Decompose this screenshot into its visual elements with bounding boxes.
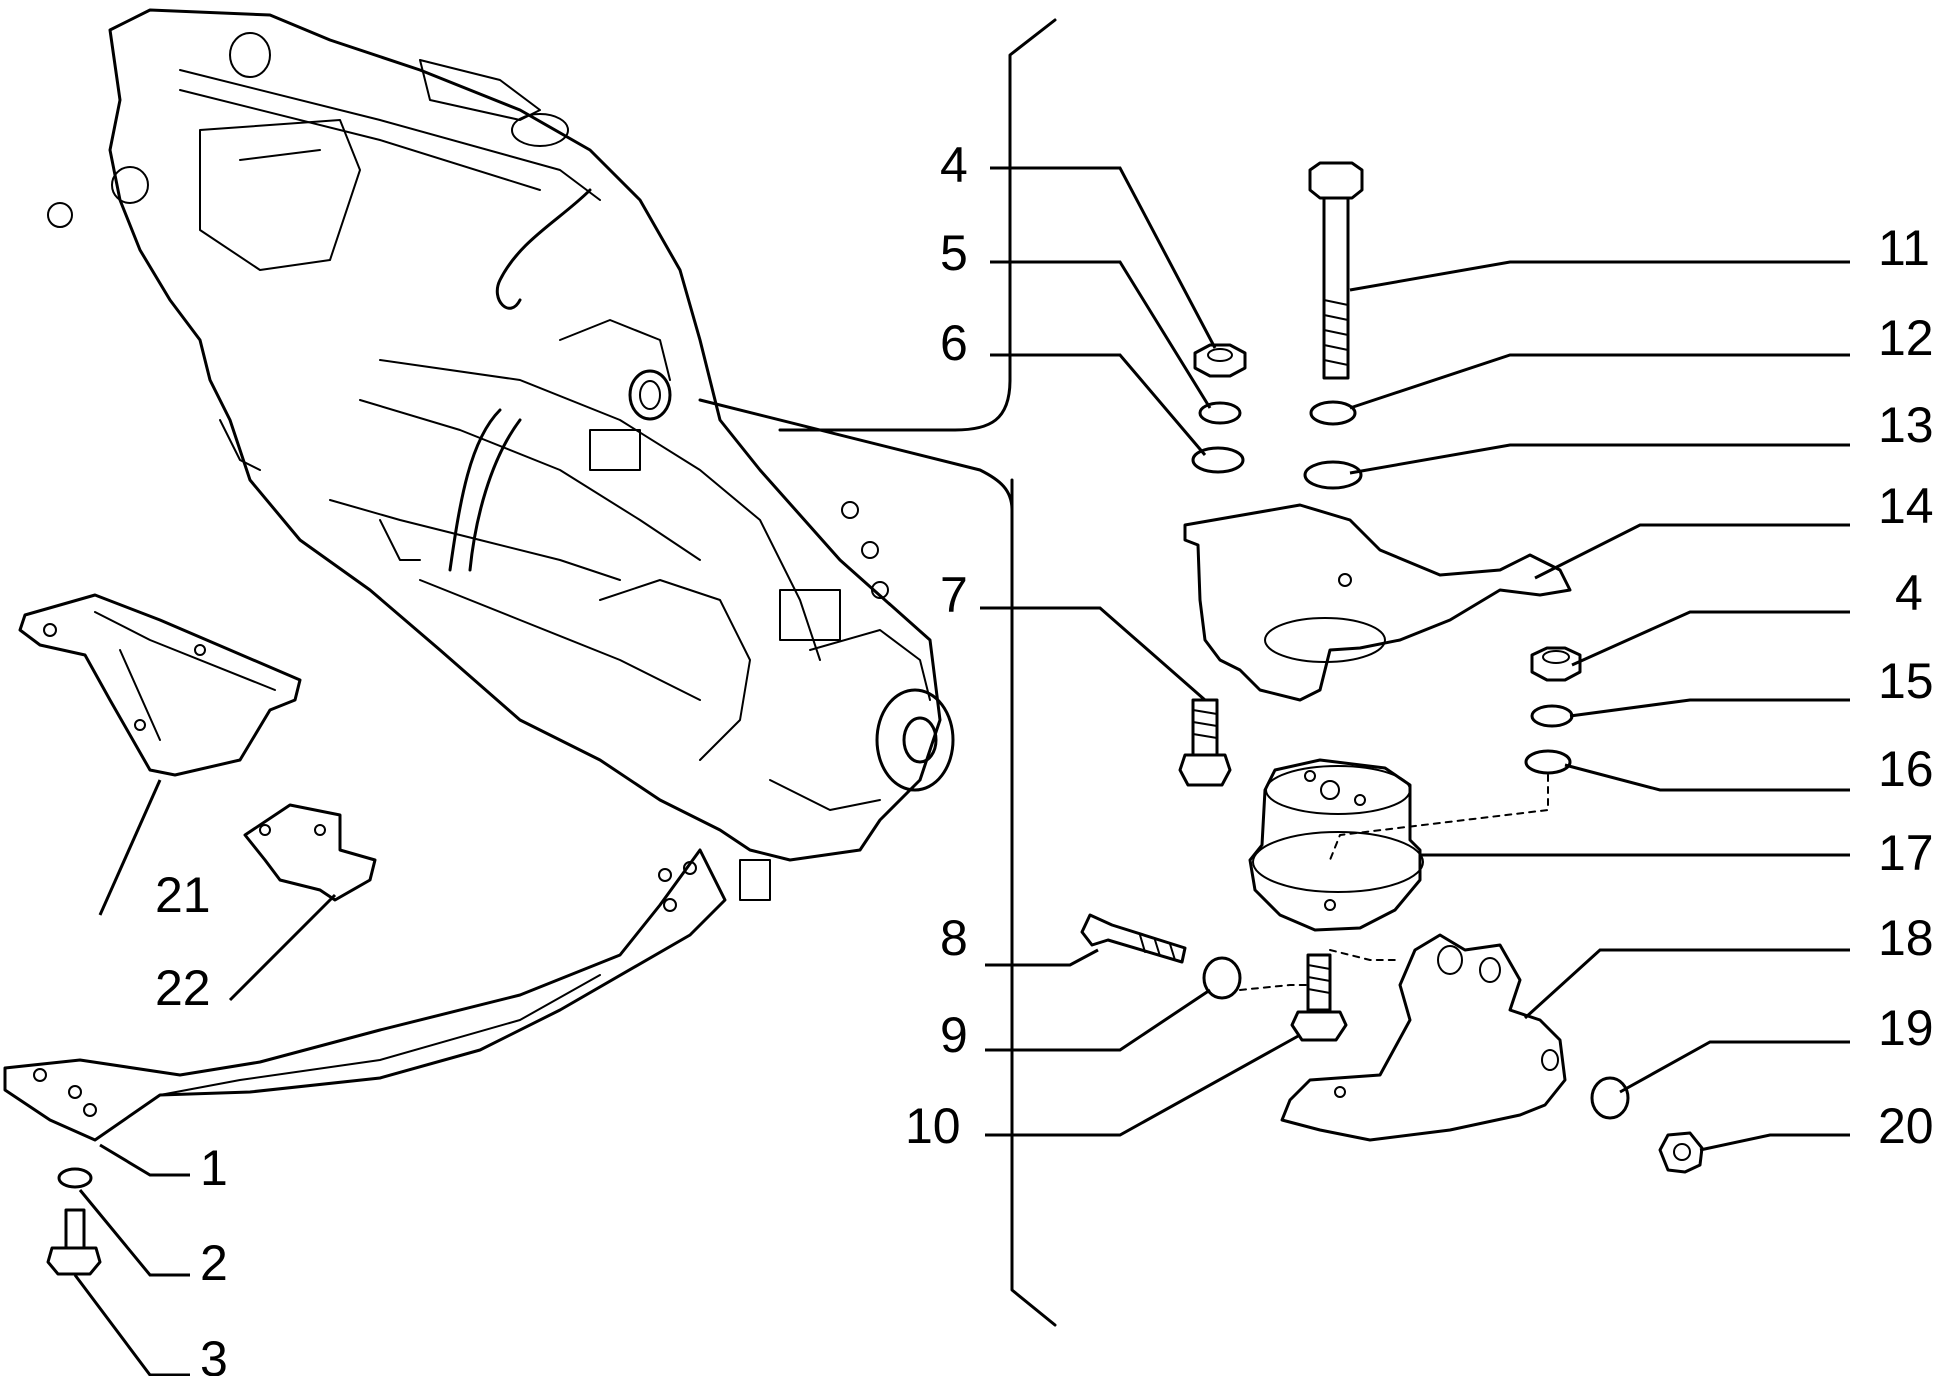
part-18-lower-bracket [1280, 933, 1567, 1142]
part-3-bolt [46, 1208, 102, 1276]
callout-20: 20 [1878, 1098, 1934, 1154]
part-7-stud-bolt [1178, 698, 1232, 787]
callout-22: 22 [155, 960, 211, 1016]
callout-1: 1 [200, 1140, 228, 1196]
callout-2: 2 [200, 1235, 228, 1291]
callout-6: 6 [940, 315, 968, 371]
part-13-washer [1303, 460, 1363, 490]
callout-5: 5 [940, 225, 968, 281]
callout-15: 15 [1878, 653, 1934, 709]
callout-19: 19 [1878, 1000, 1934, 1056]
part-1-crossmember [3, 848, 727, 1142]
part-20-nut [1658, 1131, 1704, 1174]
part-15-lock-washer [1530, 704, 1574, 728]
callout-10: 10 [905, 1098, 961, 1154]
part-10-stud [1290, 953, 1348, 1042]
part-8-bolt [1080, 913, 1187, 964]
part-5-lock-washer [1198, 401, 1242, 425]
callout-7: 7 [940, 567, 968, 623]
callout-14: 14 [1878, 478, 1934, 534]
part-9-washer [1202, 956, 1242, 1000]
part-14-support-bracket [1183, 503, 1572, 702]
engine-gearbox-assembly [47, 8, 955, 901]
callout-18: 18 [1878, 910, 1934, 966]
callout-17: 17 [1878, 825, 1934, 881]
part-19-washer [1590, 1076, 1630, 1120]
leader-lines [73, 166, 1850, 1376]
part-12-lock-washer [1309, 400, 1357, 426]
callout-11: 11 [1878, 220, 1930, 276]
callout-9: 9 [940, 1007, 968, 1063]
callout-16: 16 [1878, 741, 1934, 797]
callout-13: 13 [1878, 397, 1934, 453]
callout-3: 3 [200, 1331, 228, 1376]
part-16-washer [1524, 749, 1572, 775]
callout-4-right: 4 [1895, 565, 1923, 621]
callout-8: 8 [940, 910, 968, 966]
part-21-bracket [18, 593, 302, 777]
part-11-long-bolt [1308, 161, 1364, 380]
part-4-nut-top [1193, 343, 1247, 378]
part-22-clip [243, 803, 377, 902]
callout-12: 12 [1878, 310, 1934, 366]
break-line [778, 18, 1057, 1327]
callout-21: 21 [155, 867, 211, 923]
callout-labels: 21 22 1 2 3 4 5 6 7 8 9 10 11 12 13 14 4… [155, 137, 1934, 1376]
part-4-nut-right [1530, 646, 1582, 682]
callout-4-top: 4 [940, 137, 968, 193]
part-2-washer [57, 1167, 93, 1189]
